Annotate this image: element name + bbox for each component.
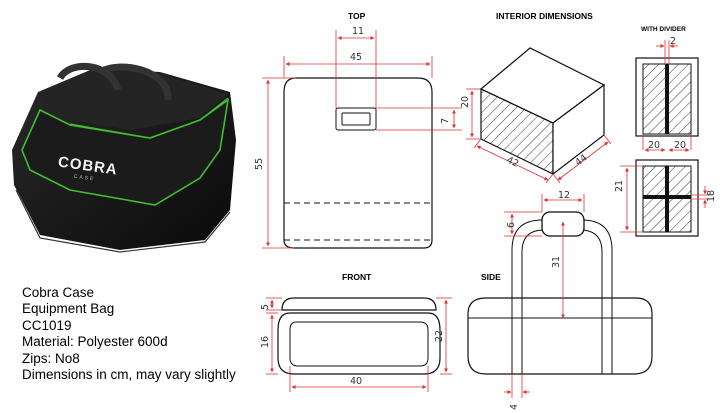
top-width-label: 45 bbox=[350, 52, 362, 63]
front-height-label: 22 bbox=[434, 330, 445, 342]
top-handle-depth-label: 7 bbox=[440, 118, 451, 124]
side-strap-label: 4 bbox=[509, 404, 520, 410]
side-view-title: SIDE bbox=[481, 272, 501, 282]
spec-line-type: Equipment Bag bbox=[22, 301, 115, 317]
front-view-drawing bbox=[266, 297, 452, 392]
front-width-label: 40 bbox=[350, 376, 362, 387]
spec-line-zips: Zips: No8 bbox=[22, 350, 80, 366]
side-handle-top-label: 12 bbox=[558, 190, 570, 201]
divider-left-label: 20 bbox=[648, 140, 660, 151]
divider-thickness-label: 2 bbox=[670, 36, 676, 47]
spec-line-brand: Cobra Case bbox=[22, 285, 95, 300]
side-view-drawing bbox=[467, 194, 653, 398]
interior-height-label: 20 bbox=[460, 96, 471, 108]
top-handle-width-label: 11 bbox=[352, 26, 364, 37]
side-handle-grip-label: 6 bbox=[506, 222, 517, 228]
interior-depth-label: 42 bbox=[505, 155, 521, 170]
brand-logo-sub: CASE bbox=[73, 174, 95, 183]
interior-box-drawing bbox=[466, 47, 612, 184]
divider-right-label: 20 bbox=[674, 140, 686, 151]
top-view-title: TOP bbox=[348, 11, 366, 21]
front-lid-label: 5 bbox=[260, 304, 271, 310]
top-view-drawing bbox=[262, 30, 462, 249]
front-view-title: FRONT bbox=[342, 272, 372, 282]
product-spec-text: Cobra Case Equipment Bag CC1019 Material… bbox=[22, 285, 236, 383]
spec-line-material: Material: Polyester 600d bbox=[22, 334, 168, 350]
interior-title: INTERIOR DIMENSIONS bbox=[496, 11, 593, 21]
divider-title: WITH DIVIDER bbox=[641, 26, 686, 33]
spec-line-code: CC1019 bbox=[22, 317, 72, 333]
divider-cross-drawing bbox=[620, 159, 712, 237]
spec-line-dimensions-note: Dimensions in cm, may vary slightly bbox=[22, 367, 236, 383]
front-body-label: 16 bbox=[260, 336, 271, 348]
divider-front-height-label: 21 bbox=[614, 180, 625, 192]
divider-cross-height-label: 18 bbox=[706, 190, 717, 202]
product-photo-bag: COBRA CASE bbox=[12, 62, 236, 253]
side-handle-height-label: 31 bbox=[551, 256, 562, 268]
divider-top-drawing bbox=[635, 40, 699, 152]
top-depth-label: 55 bbox=[254, 158, 265, 170]
